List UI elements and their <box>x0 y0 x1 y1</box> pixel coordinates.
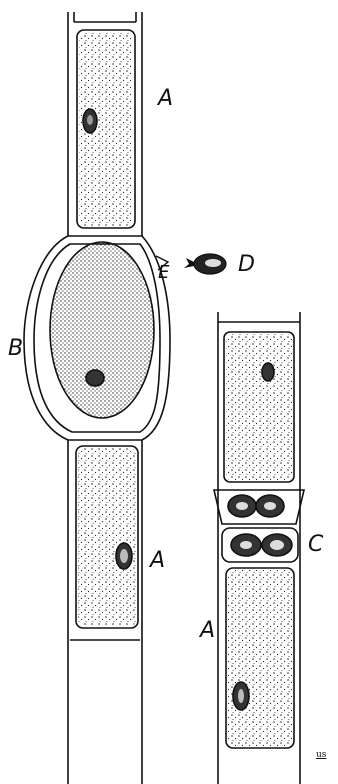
right-cell-nucleus-upper <box>262 363 274 381</box>
label-a-middle: A <box>150 550 165 572</box>
oosphere-nucleus <box>86 370 104 386</box>
antherozoid <box>184 254 226 274</box>
label-c: C <box>308 534 323 556</box>
left-filament <box>24 12 170 784</box>
label-a-bottom: A <box>200 620 215 642</box>
label-b: B <box>8 338 23 360</box>
artist-signature: us <box>316 750 326 760</box>
label-a-top: A <box>158 88 173 110</box>
label-d: D <box>238 254 255 276</box>
label-e: E <box>158 264 169 282</box>
oosphere <box>50 242 154 418</box>
right-filament <box>214 312 304 784</box>
